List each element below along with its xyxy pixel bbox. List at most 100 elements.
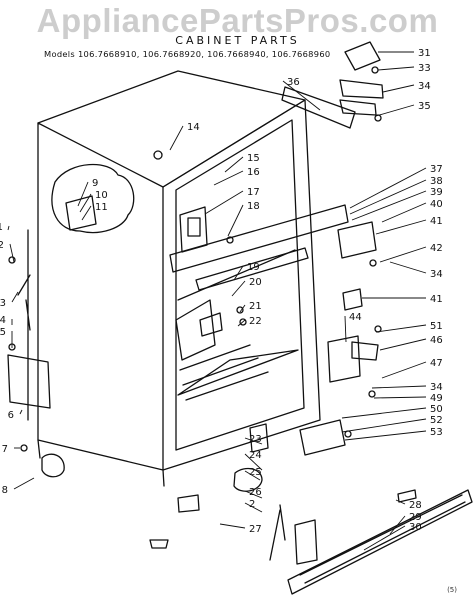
cabinet-legs bbox=[37, 439, 165, 487]
leader-line bbox=[375, 219, 427, 235]
thermostat-housing bbox=[187, 217, 201, 237]
leader-line bbox=[382, 84, 415, 93]
leader-line bbox=[204, 190, 244, 215]
toe-grille bbox=[287, 489, 473, 595]
callout-label-47: 47 bbox=[430, 358, 443, 369]
callout-label-23: 23 bbox=[249, 434, 262, 445]
divider-mullion bbox=[169, 204, 349, 273]
callout-label-22: 22 bbox=[249, 316, 262, 327]
leader-line bbox=[224, 156, 244, 173]
callout-label-6: 6 bbox=[8, 410, 14, 421]
callout-label-9: 9 bbox=[92, 178, 98, 189]
hinge-bracket-lower bbox=[249, 423, 269, 453]
leader-line bbox=[381, 202, 427, 223]
leader-line bbox=[381, 361, 427, 379]
callout-label-35: 35 bbox=[418, 101, 431, 112]
leader-line bbox=[244, 490, 263, 499]
callout-label-26: 26 bbox=[249, 487, 262, 498]
cabinet-opening bbox=[175, 119, 305, 451]
callout-label-4: 4 bbox=[0, 315, 6, 326]
top-hinge-bracket bbox=[281, 86, 356, 129]
callout-label-28: 28 bbox=[409, 500, 422, 511]
leader-line bbox=[239, 304, 246, 313]
callout-label-1: 1 bbox=[0, 222, 3, 233]
callout-label-39: 39 bbox=[430, 187, 443, 198]
thermostat-bracket bbox=[179, 206, 208, 253]
leveling-leg bbox=[149, 539, 169, 549]
leader-line bbox=[375, 104, 415, 117]
leader-line bbox=[244, 453, 263, 471]
callout-label-42: 42 bbox=[430, 243, 443, 254]
leader-line bbox=[244, 502, 263, 513]
callout-label-40: 40 bbox=[430, 199, 443, 210]
leader-line bbox=[9, 243, 15, 263]
bottom-hinge-plate bbox=[327, 335, 361, 383]
crisper-ribs bbox=[179, 344, 269, 401]
leader-line bbox=[231, 280, 246, 297]
callout-label-20: 20 bbox=[249, 277, 262, 288]
callout-label-5: 5 bbox=[0, 327, 6, 338]
leader-line bbox=[363, 525, 406, 551]
watermark: AppliancePartsPros.com bbox=[36, 2, 439, 39]
leader-line bbox=[213, 170, 244, 186]
leader-line bbox=[389, 261, 427, 274]
leader-line bbox=[219, 523, 246, 529]
divider-rail bbox=[195, 247, 309, 291]
callout-label-38: 38 bbox=[430, 176, 443, 187]
callout-label-44: 44 bbox=[349, 312, 362, 323]
toe-grille-bracket bbox=[299, 419, 346, 456]
callout-label-3: 3 bbox=[0, 298, 6, 309]
leader-line bbox=[349, 167, 427, 209]
callout-label-51: 51 bbox=[430, 321, 443, 332]
leader-line bbox=[349, 179, 427, 215]
leader-line bbox=[379, 338, 427, 351]
grille-slots bbox=[299, 494, 466, 584]
grille-fastener bbox=[397, 489, 417, 503]
cabinet-front-frame bbox=[162, 99, 321, 471]
leader-line bbox=[244, 437, 263, 445]
leader-line bbox=[344, 315, 347, 343]
drain-tube-holder bbox=[177, 494, 200, 513]
leader-line bbox=[395, 499, 406, 505]
leader-line bbox=[351, 190, 427, 221]
drain-fitting bbox=[233, 467, 263, 492]
liner-shelves bbox=[177, 249, 299, 396]
callout-label-25: 25 bbox=[249, 467, 262, 478]
roller bbox=[41, 453, 65, 478]
callout-label-24: 24 bbox=[249, 450, 262, 461]
leader-line bbox=[81, 205, 92, 221]
callout-label-36: 36 bbox=[287, 77, 300, 88]
callout-label-53: 53 bbox=[430, 427, 443, 438]
callout-label-7: 7 bbox=[2, 444, 8, 455]
callout-label-34: 34 bbox=[418, 81, 431, 92]
drain-tube bbox=[269, 504, 286, 561]
leader-line bbox=[11, 291, 19, 303]
model-numbers: Models 106.7668910, 106.7668920, 106.766… bbox=[44, 49, 331, 59]
leader-line bbox=[7, 225, 10, 231]
leader-line bbox=[77, 181, 89, 207]
callout-label-41: 41 bbox=[430, 294, 443, 305]
callout-label-2: 2 bbox=[0, 240, 4, 251]
leader-line bbox=[237, 319, 246, 327]
leader-line bbox=[169, 125, 184, 151]
top-hinge bbox=[339, 79, 384, 99]
leader-line bbox=[341, 418, 427, 433]
leader-line bbox=[375, 324, 427, 333]
callout-label-52: 52 bbox=[430, 415, 443, 426]
callout-label-27: 27 bbox=[249, 524, 262, 535]
callout-label-10: 10 bbox=[95, 190, 108, 201]
callout-label-34: 34 bbox=[430, 269, 443, 280]
callout-label-19: 19 bbox=[247, 262, 260, 273]
diagram-title: CABINET PARTS bbox=[175, 34, 300, 47]
callout-label-49: 49 bbox=[430, 393, 443, 404]
callout-label-33: 33 bbox=[418, 63, 431, 74]
callout-label-15: 15 bbox=[247, 153, 260, 164]
grille-clip bbox=[294, 519, 318, 565]
liner-side-wall bbox=[175, 299, 216, 361]
compressor-cover bbox=[7, 354, 51, 409]
callout-label-37: 37 bbox=[430, 164, 443, 175]
leader-line bbox=[227, 204, 244, 237]
